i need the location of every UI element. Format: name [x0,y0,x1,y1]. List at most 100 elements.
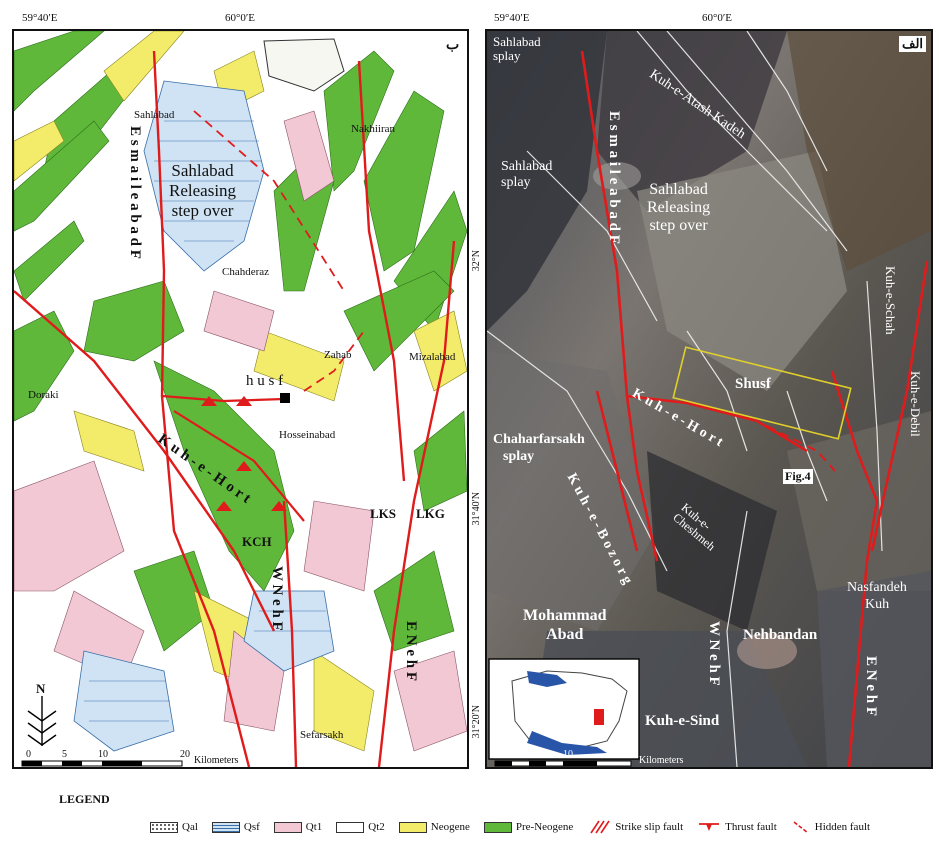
hidden-faults [193,110,365,392]
qal-swatch [150,821,178,833]
right-kuh-e-debil: Kuh-e-Debil [908,371,923,437]
left-scale-0: 0 [26,749,31,760]
legend-item-neogene: Neogene [398,821,470,833]
left-lks-label: LKS [370,506,397,521]
coord-lat-2: 31°40′N [471,492,482,526]
legend-item-thrust: Thrust fault [697,820,777,834]
legend-item-qsf: Qsf [211,821,260,833]
coord-right-b: 60°0′E [702,12,733,24]
left-north-label: N [36,681,46,696]
legend-label-qt2: Qt2 [368,821,385,833]
qt1-swatch [273,821,302,833]
right-nehbandan: Nehbandan [743,627,818,643]
thrust-faults [161,394,305,522]
fig4-box [672,346,852,440]
legend-label-hidden: Hidden fault [814,821,871,833]
right-scale-20: 20 [627,749,637,760]
place-chahderaz: Chahderaz [222,266,270,278]
right-shusf: Shusf [735,376,771,392]
right-scale-unit: Kilometers [639,755,684,766]
legend-label-pre-neogene: Pre-Neogene [515,821,574,833]
legend-label-qal: Qal [182,821,198,833]
hidden-fault-icon [793,821,809,834]
left-e-neh-fault-label: E N e h F [403,621,419,681]
qsf-swatch [211,821,240,833]
right-sahlabad-splay: Sahlabad splay [501,159,553,190]
legend-item-strike-slip: Strike slip fault [587,820,683,834]
place-hosseinabad: Hosseinabad [279,429,336,441]
coord-left-a: 59°40′E [22,12,58,24]
right-scale-0: 0 [499,749,504,760]
legend-item-qal: Qal [150,821,198,833]
geologic-map-svg [14,31,467,767]
place-doraki: Doraki [28,389,59,401]
place-sefarsakh: Sefarsakh [300,729,344,741]
satellite-terrain [487,31,931,767]
left-w-neh-fault-label: W N e h F [269,566,285,631]
place-sahlabad: Sahlabad [134,109,175,121]
right-kuh-e-schah: Kuh-e-Schah [883,266,898,335]
left-scale-5: 5 [62,749,67,760]
legend-item-qt2: Qt2 [336,821,385,833]
geologic-map-panel: ب Sahlabad Nakhiiran Chahderaz Zahab Miz… [12,29,469,769]
pre-neogene-swatch [483,821,512,833]
legend-title: LEGEND [59,792,110,806]
legend-label-qsf: Qsf [243,821,260,833]
qt1-units [14,110,467,752]
coord-lat-1: 32°N [471,250,482,272]
right-sahlabad-splay-top: Sahlabad splay [493,34,541,63]
coord-lat-3: 31°20′N [471,705,482,739]
left-scale-bar [21,760,183,767]
satellite-faults [580,50,929,767]
left-scale-10: 10 [98,749,108,760]
right-esmaileabad-fault: E s m a i l e a b a d F [606,111,622,244]
right-w-neh-fault: W N e h F [706,621,722,686]
right-nasfandeh-kuh: Nasfandeh Kuh [847,580,907,612]
left-step-over-label: Sahlabad Releasing step over [169,161,237,220]
coord-left-b: 60°0′E [225,12,256,24]
right-scale-5: 5 [531,749,536,760]
legend-label-strike-slip: Strike slip fault [615,821,684,833]
left-kch-label: KCH [242,534,272,549]
qt2-swatch [336,821,365,833]
right-scale-10: 10 [563,749,573,760]
satellite-map-panel: الف Sahlabad splay Kuh-e-Atash Kadeh Sah… [485,29,933,769]
thrust-fault-icon [699,823,720,831]
right-scale-bar [494,760,632,767]
satellite-hidden-fault [766,425,836,472]
right-chaharfarsakh-splay: Chaharfarsakh splay [493,432,585,464]
legend-label-qt1: Qt1 [305,821,323,833]
right-e-neh-fault: E N e h F [863,656,879,716]
qal-patch [263,38,345,92]
legend-row: Qal Qsf Qt1 Qt2 Neogene Pre-Neogene [150,820,884,834]
right-step-over: Sahlabad Releasing step over [647,181,711,234]
legend-item-qt1: Qt1 [273,821,323,833]
right-mohammad-abad: Mohammad Abad [523,607,607,643]
inset-locator-map [488,658,640,760]
left-scale-unit: Kilometers [194,755,239,766]
place-zahab: Zahab [324,349,352,361]
thrust-ticks [201,396,287,511]
right-kuh-e-sind: Kuh-e-Sind [645,713,720,729]
shusf-marker [280,393,290,403]
left-scale-20: 20 [180,749,190,760]
legend-item-hidden: Hidden fault [791,820,870,834]
legend-label-neogene: Neogene [430,821,470,833]
satellite-lineaments [487,31,883,767]
coord-right-a: 59°40′E [494,12,530,24]
qsf-hatch [84,120,330,722]
left-lkg-label: LKG [416,506,445,521]
right-fig4-label: Fig.4 [783,469,813,484]
legend-item-pre-neogene: Pre-Neogene [483,821,574,833]
north-arrow-icon [27,696,57,746]
left-esmaileabad-fault-label: E s m a i l e a b a d F [127,126,143,259]
strike-slip-fault-icon [590,820,610,834]
satellite-map-svg [487,31,931,767]
left-shusf-label: h u s f [246,373,284,389]
place-nakhiiran: Nakhiiran [351,123,395,135]
right-panel-mark: الف [899,36,927,52]
left-panel-mark: ب [446,38,460,53]
legend-label-thrust: Thrust fault [725,821,777,833]
neogene-swatch [398,821,427,833]
